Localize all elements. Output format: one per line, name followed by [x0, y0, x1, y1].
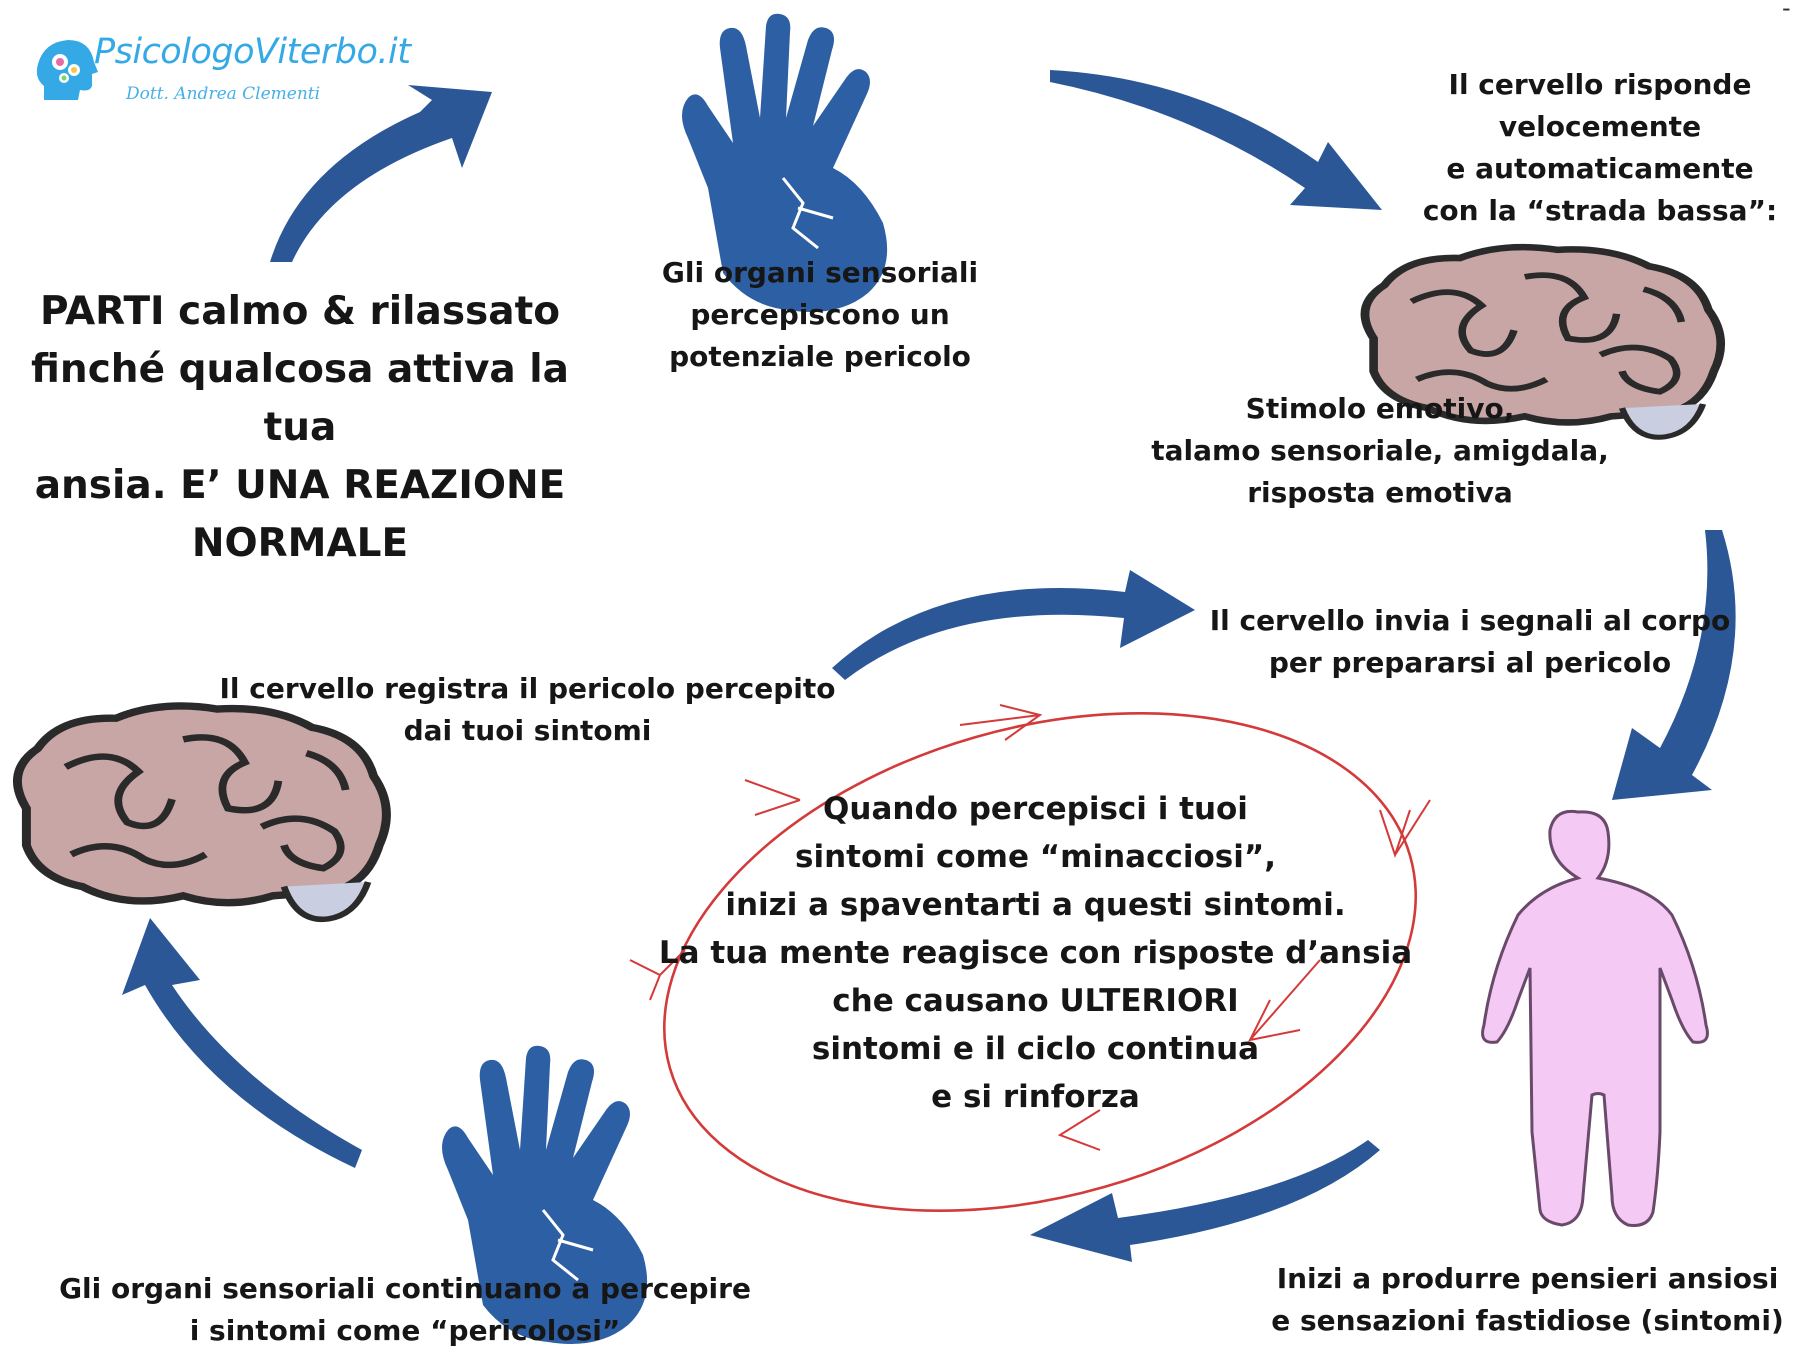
- curved-arrow-icon: [1050, 70, 1382, 210]
- curved-arrow-icon: [1612, 530, 1736, 800]
- curved-arrow-icon: [832, 570, 1195, 680]
- cycle-center-text: Quando percepisci i tuoi sintomi come “m…: [658, 791, 1413, 1115]
- step-brain-registers-text: Il cervello registra il pericolo percepi…: [219, 672, 836, 747]
- step-anxious-thoughts-text: Inizi a produrre pensieri ansiosi e sens…: [1271, 1262, 1784, 1337]
- logo-brand: PsicologoViterbo.it: [94, 32, 411, 72]
- curved-arrow-icon: [270, 85, 492, 262]
- step-emotional-stimulus-text: Stimolo emotivo, talamo sensoriale, amig…: [1151, 392, 1609, 509]
- logo-subtitle: Dott. Andrea Clementi: [126, 84, 321, 104]
- step-brain-responds-text: Il cervello risponde velocemente e autom…: [1422, 68, 1778, 227]
- human-body-icon: [1481, 809, 1709, 1227]
- curved-arrow-icon: [1030, 1140, 1380, 1262]
- logo: PsicologoViterbo.it Dott. Andrea Clement…: [34, 32, 411, 114]
- hand-icon: [442, 1045, 648, 1344]
- head-gear-logo-icon: [36, 40, 98, 100]
- step-start-text: PARTI calmo & rilassato finché qualcosa …: [31, 289, 569, 566]
- step-senses-perceive-text: Gli organi sensoriali percepiscono un po…: [661, 256, 979, 373]
- hand-icon: [682, 13, 888, 312]
- cycle-loop: [629, 704, 1431, 1213]
- step-brain-signals-text: Il cervello invia i segnali al corpo per…: [1209, 604, 1731, 679]
- step-senses-continue-text: Gli organi sensoriali continuano a perce…: [59, 1272, 751, 1347]
- corner-mark: -: [1782, 0, 1791, 22]
- curved-arrow-icon: [122, 918, 362, 1168]
